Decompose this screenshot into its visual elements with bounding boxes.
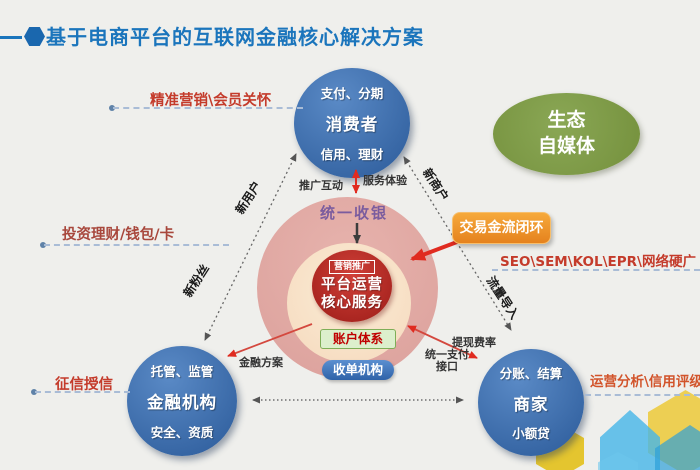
leader-dash-line [44,244,229,246]
account-system-badge: 账户体系 [320,329,396,349]
edge-label-new-fans: 新粉丝 [180,261,213,300]
consumer-main-label: 消费者 [325,115,379,134]
edge-label-promo-interact: 推广互动 [299,179,343,192]
page-title: 基于电商平台的互联网金融核心解决方案 [46,25,424,49]
edge-label-new-merchant: 新商户 [419,165,452,204]
edge-label-traffic-import: 流量导入 [483,273,522,322]
marketing-promo-badge: 营销推广 [328,259,375,274]
finance-main-label: 金融机构 [147,393,217,412]
callout-seo: SEO\SEM\KOL\EPR\网络硬广 [500,254,696,270]
callout-precision-marketing: 精准营销\会员关怀 [150,93,272,109]
merchant-top-label: 分账、结算 [499,366,563,382]
eco-line1: 生态 [547,109,586,132]
acquirer-pill: 收单机构 [322,360,394,380]
leader-dot [40,242,46,248]
leader-dash-line [113,107,303,109]
core-title-line2: 核心服务 [321,294,383,311]
merchant-node: 分账、结算 商家 小额贷 [478,349,584,456]
edge-label-new-user: 新用户 [232,178,265,217]
financial-institution-node: 托管、监管 金融机构 安全、资质 [127,346,237,456]
edge-label-service-exp: 服务体验 [363,174,407,187]
leader-dot [31,389,37,395]
platform-core-node: 营销推广 平台运营 核心服务 [312,250,392,322]
transaction-loop-box: 交易金流闭环 [452,212,551,244]
title-rule [0,36,22,39]
core-title-line1: 平台运营 [321,276,383,293]
consumer-top-label: 支付、分期 [320,86,384,101]
leader-dash-line [492,269,700,271]
edge-label-finance-plan: 金融方案 [239,356,283,369]
unified-pay-line2: 接口 [436,360,458,373]
hexagon-bullet-icon [24,27,45,46]
leader-dot [109,105,115,111]
unified-cashier-label: 统一收银 [319,204,388,222]
merchant-bottom-label: 小额贷 [512,425,550,441]
callout-investment: 投资理财/钱包/卡 [62,227,175,243]
ecosystem-media-node: 生态 自媒体 [493,93,640,175]
finance-top-label: 托管、监管 [150,364,214,379]
edge-label-unified-pay: 统一支付 接口 [421,349,473,373]
callout-credit: 征信授信 [55,377,113,393]
eco-line2: 自媒体 [537,135,595,157]
leader-dash-line [585,394,700,396]
consumer-node: 支付、分期 消费者 信用、理财 [294,68,410,178]
finance-bottom-label: 安全、资质 [150,425,214,440]
leader-dash-line [35,391,130,393]
callout-operation-analysis: 运营分析\信用评级 [590,374,700,390]
merchant-main-label: 商家 [513,394,549,414]
consumer-bottom-label: 信用、理财 [320,147,384,162]
